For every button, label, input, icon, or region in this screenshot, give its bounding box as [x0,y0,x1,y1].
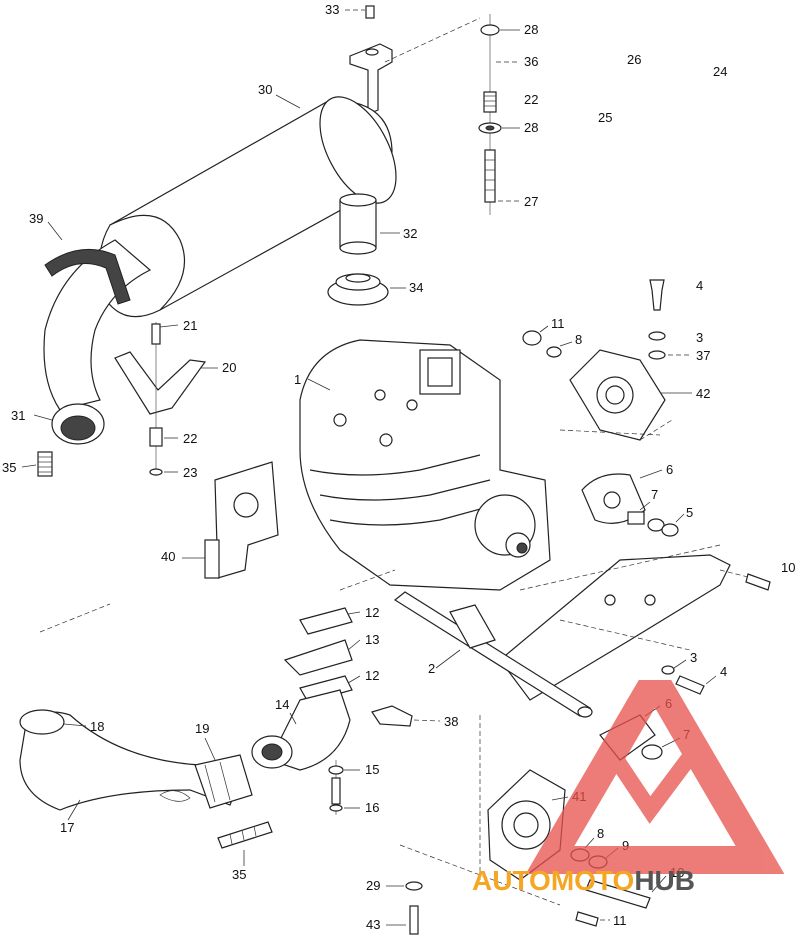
callout-c7a: 7 [651,487,658,502]
callout-c32: 32 [403,226,417,241]
callout-c18: 18 [90,719,104,734]
callout-c22b: 22 [183,431,197,446]
callout-c23: 23 [183,465,197,480]
callout-c35b: 35 [232,867,246,882]
callout-c16: 16 [365,800,379,815]
callout-c1: 1 [294,372,301,387]
callout-c15: 15 [365,762,379,777]
heat-shield [182,461,279,579]
callout-c8b: 8 [597,826,604,841]
engine-assembly [299,339,551,591]
manifold-bolt-stack [328,760,360,815]
callout-c11b: 11 [613,913,627,928]
callout-c20: 20 [222,360,236,375]
callout-c4a: 4 [696,278,703,293]
callout-c25: 25 [598,110,612,125]
callout-c24: 24 [713,64,727,79]
exhaust-support [114,322,218,476]
callout-c14: 14 [275,697,289,712]
spring-lower [217,821,273,866]
cross-shaft [339,569,593,718]
callout-c37: 37 [696,348,710,363]
mount-bolt-stack [522,279,690,360]
watermark-moto: MOTO [551,865,634,896]
automotohub-watermark: AUTOMOTOHUB [472,680,785,896]
callout-c29: 29 [366,878,380,893]
watermark-hub: HUB [634,865,695,896]
callout-c39: 39 [29,211,43,226]
callout-c40: 40 [161,549,175,564]
callout-c33a: 33 [325,2,339,17]
callout-c11a: 11 [551,316,565,331]
callout-c36: 36 [524,54,538,69]
muffler-bracket [345,5,481,115]
callout-c31: 31 [11,408,25,423]
callout-c17: 17 [60,820,74,835]
lower-bolt-stack [559,619,717,695]
callout-c8a: 8 [575,332,582,347]
grommet [327,273,406,306]
callout-c5: 5 [686,505,693,520]
callout-c6a: 6 [666,462,673,477]
callout-c28a: 28 [524,22,538,37]
small-bracket [371,705,441,727]
callout-c27: 27 [524,194,538,209]
callout-c10a: 10 [781,560,795,575]
callout-c9: 9 [622,838,629,853]
outlet-pipe [339,193,400,255]
exhaust-pipe [19,709,253,821]
bottom-bolt-stack [386,881,423,935]
spring-upper [21,451,53,477]
muffler-mount-stack [478,14,520,215]
exhaust-gaskets [283,607,361,703]
callout-c2: 2 [428,661,435,676]
callout-c30: 30 [258,82,272,97]
callout-c3b: 3 [690,650,697,665]
callout-c3a: 3 [696,330,703,345]
callout-c43: 43 [366,917,380,932]
callout-c19: 19 [195,721,209,736]
watermark-text: AUTOMOTOHUB [472,865,695,896]
exhaust-manifold [251,689,351,771]
callout-c28b: 28 [524,120,538,135]
callout-c12b: 12 [365,668,379,683]
upper-engine-mount [569,349,692,441]
callout-c38: 38 [444,714,458,729]
callout-c35a: 35 [2,460,16,475]
engine-mount-right [581,469,685,537]
callout-c12a: 12 [365,605,379,620]
callout-c42: 42 [696,386,710,401]
heat-sleeve [44,221,131,305]
callout-c13: 13 [365,632,379,647]
callout-c21: 21 [183,318,197,333]
callout-c26: 26 [627,52,641,67]
callout-c34: 34 [409,280,423,295]
watermark-logo-mark [525,680,785,874]
watermark-auto: AUTO [472,865,551,896]
callout-c22a: 22 [524,92,538,107]
callout-c4b: 4 [720,664,727,679]
